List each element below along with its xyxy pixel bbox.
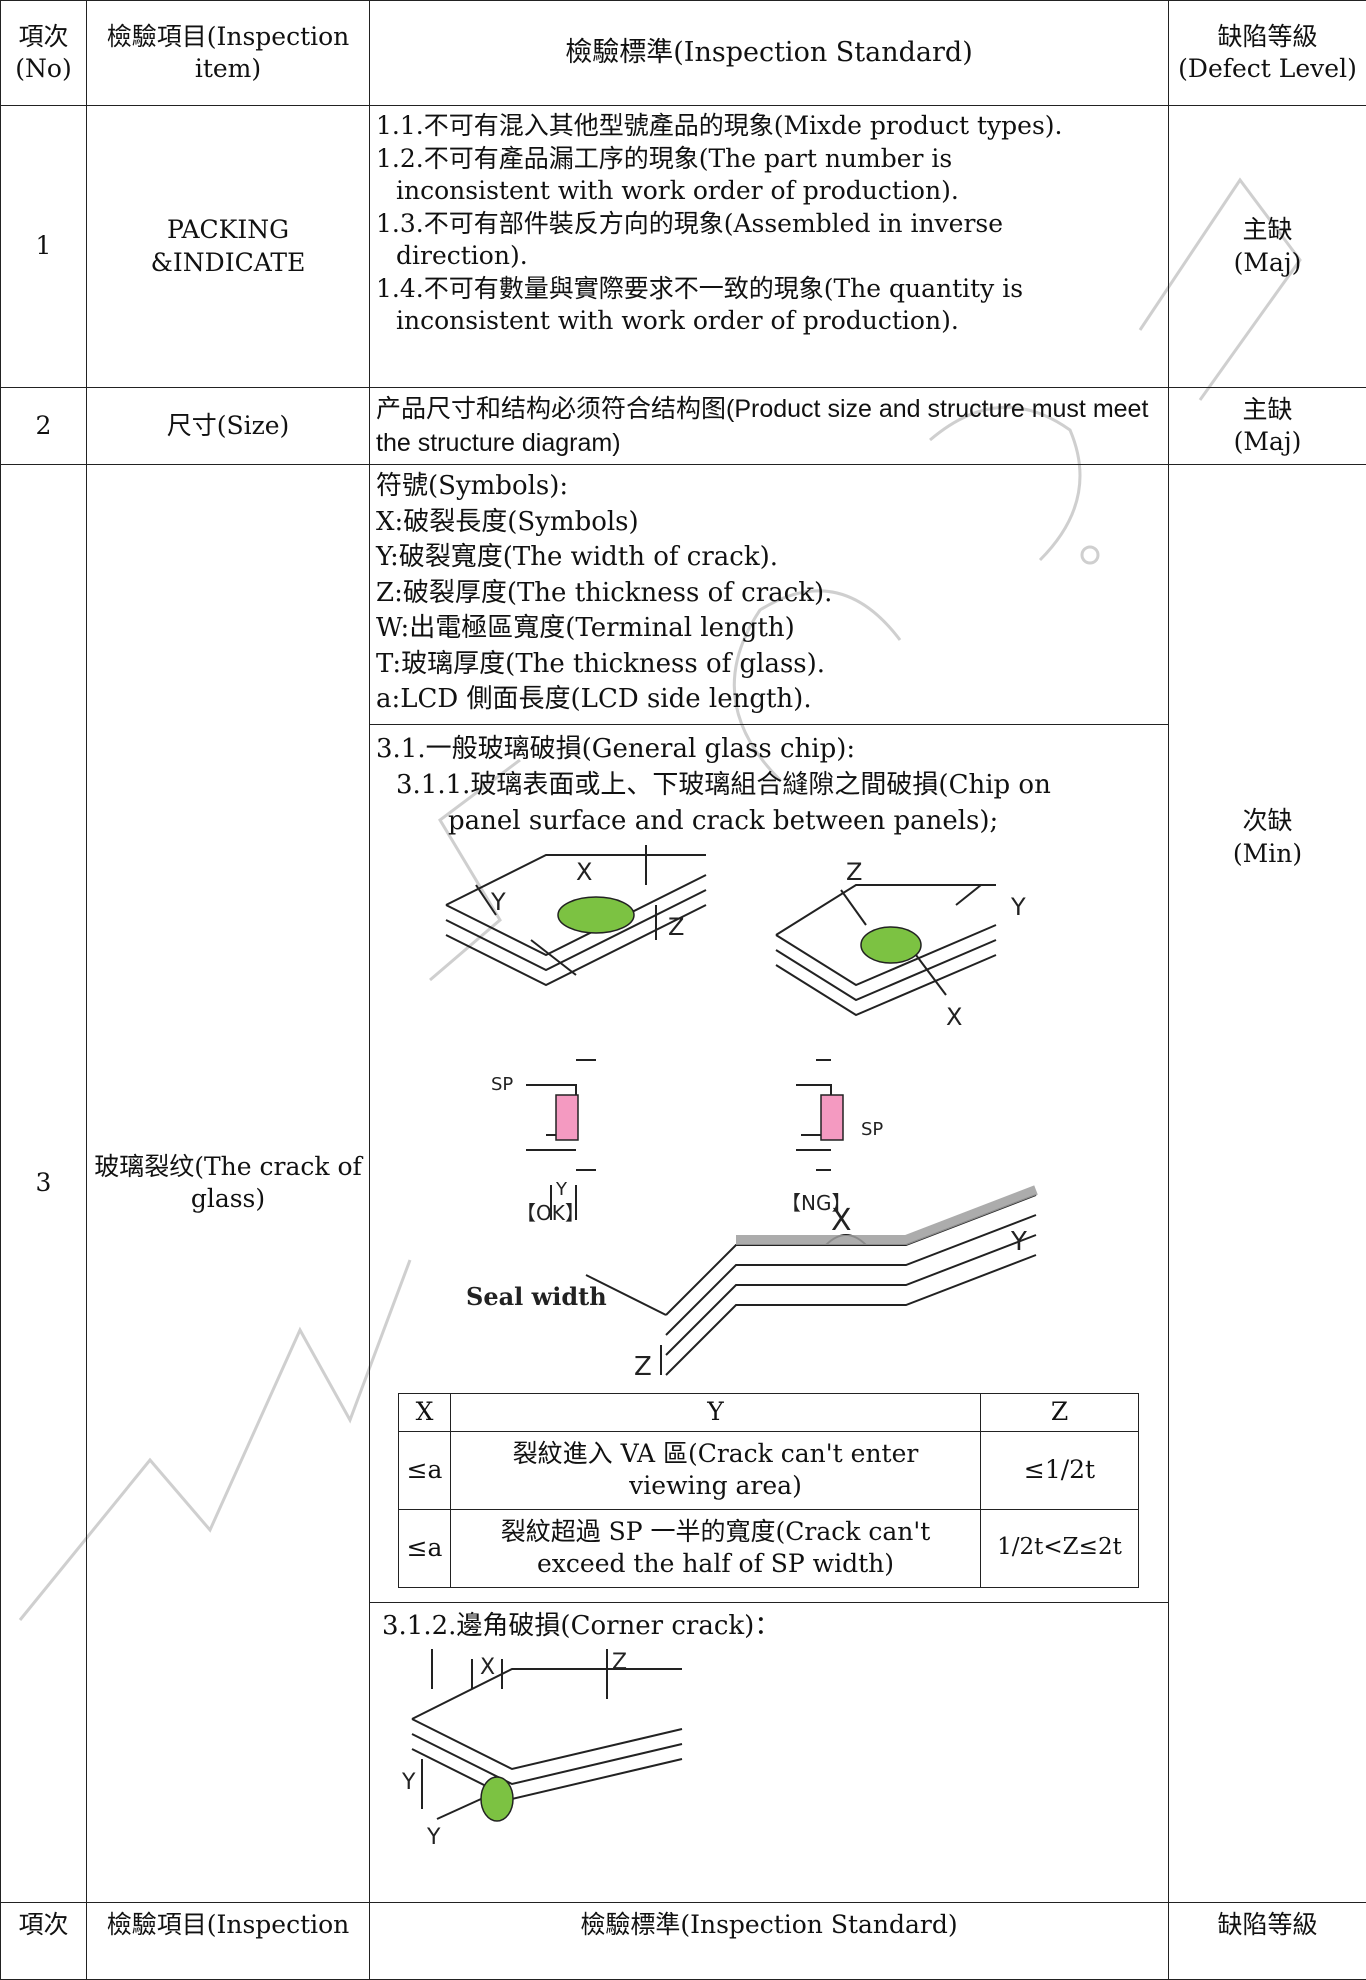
criteria-z: ≤1/2t xyxy=(981,1431,1139,1509)
criteria-header-y: Y xyxy=(451,1393,981,1431)
fig-label-y: Y xyxy=(402,1770,416,1795)
std-line: inconsistent with work order of producti… xyxy=(376,175,1162,208)
table-row: ≤a 裂紋超過 SP 一半的寬度(Crack can't exceed the … xyxy=(399,1509,1139,1587)
fig-label-y: Y xyxy=(1010,893,1026,921)
criteria-z: 1/2t<Z≤2t xyxy=(981,1509,1139,1587)
row2-item: 尺寸(Size) xyxy=(87,388,370,465)
row1-item: PACKING &INDICATE xyxy=(87,106,370,388)
row3-no: 3 xyxy=(1,465,87,1903)
footer-defect: 缺陷等級 xyxy=(1169,1902,1366,1979)
size-cn: 产品尺寸和结构必须符合结构图 xyxy=(376,394,726,423)
symbol-line: Y:破裂寬度(The width of crack). xyxy=(376,540,1162,576)
fig-label-z: Z xyxy=(612,1650,627,1675)
row1-defect: 主缺 (Maj) xyxy=(1169,106,1366,388)
row3-standard: 符號(Symbols): X:破裂長度(Symbols) Y:破裂寬度(The … xyxy=(370,465,1169,1903)
sub1-line-b: panel surface and crack between panels); xyxy=(376,803,1162,839)
symbol-line: a:LCD 側面長度(LCD side length). xyxy=(376,682,1162,718)
symbol-line: W:出電極區寬度(Terminal length) xyxy=(376,611,1162,647)
footer-item: 檢驗項目(Inspection xyxy=(87,1902,370,1979)
criteria-header-row: X Y Z xyxy=(399,1393,1139,1431)
std-line: 1.1.不可有混入其他型號產品的現象(Mixde product types). xyxy=(376,110,1162,143)
fig-label-y: Y xyxy=(555,1179,568,1200)
header-item: 檢驗項目(Inspection item) xyxy=(87,1,370,106)
footer-header-row: 項次 檢驗項目(Inspection 檢驗標準(Inspection Stand… xyxy=(1,1902,1366,1979)
table-row: ≤a 裂紋進入 VA 區(Crack can't enter viewing a… xyxy=(399,1431,1139,1509)
fig-label-x: X xyxy=(946,1003,962,1031)
fig-label-y: Y xyxy=(426,1825,441,1850)
std-line: direction). xyxy=(376,240,1162,273)
criteria-x: ≤a xyxy=(399,1509,451,1587)
std-line: 1.2.不可有產品漏工序的現象(The part number is xyxy=(376,143,1162,176)
fig-label-sp: SP xyxy=(491,1074,513,1095)
row1-no: 1 xyxy=(1,106,87,388)
sub1-line-a: 3.1.1.玻璃表面或上、下玻璃組合縫隙之間破損(Chip on xyxy=(376,767,1162,803)
footer-standard: 檢驗標準(Inspection Standard) xyxy=(370,1902,1169,1979)
row1-standard: 1.1.不可有混入其他型號產品的現象(Mixde product types).… xyxy=(370,106,1169,388)
crack-mark xyxy=(481,1777,513,1821)
row3-defect: 次缺 (Min) xyxy=(1169,465,1366,1903)
row-crack: 3 玻璃裂纹(The crack of glass) 符號(Symbols): … xyxy=(1,465,1366,1903)
row3-item: 玻璃裂纹(The crack of glass) xyxy=(87,465,370,1903)
header-standard: 檢驗標準(Inspection Standard) xyxy=(370,1,1169,106)
row2-defect: 主缺 (Maj) xyxy=(1169,388,1366,465)
fig-label-sp: SP xyxy=(861,1119,883,1140)
symbol-line: 符號(Symbols): xyxy=(376,469,1162,505)
general-title: 3.1.一般玻璃破損(General glass chip): xyxy=(376,731,1162,767)
criteria-header-z: Z xyxy=(981,1393,1139,1431)
std-line: 1.3.不可有部件裝反方向的現象(Assembled in inverse xyxy=(376,208,1162,241)
corner-crack-block: 3.1.2.邊角破損(Corner crack)： X Z Y Y xyxy=(370,1602,1168,1902)
header-defect: 缺陷等級 (Defect Level) xyxy=(1169,1,1366,106)
criteria-header-x: X xyxy=(399,1393,451,1431)
fig-label-z: Z xyxy=(634,1352,652,1382)
row2-standard: 产品尺寸和结构必须符合结构图(Product size and structur… xyxy=(370,388,1169,465)
general-chip-block: 3.1.一般玻璃破損(General glass chip): 3.1.1.玻璃… xyxy=(370,725,1168,1588)
symbol-line: X:破裂長度(Symbols) xyxy=(376,505,1162,541)
criteria-y: 裂紋進入 VA 區(Crack can't enter viewing area… xyxy=(451,1431,981,1509)
fig-label-x: X xyxy=(831,1203,852,1238)
symbol-line: Z:破裂厚度(The thickness of crack). xyxy=(376,576,1162,612)
chip-diagram: X Y Z Z Y X SP SP Y 【OK】 【NG】 X Y Seal w… xyxy=(436,845,1136,1385)
corner-title: 3.1.2.邊角破損(Corner crack)： xyxy=(382,1609,1156,1643)
criteria-y: 裂紋超過 SP 一半的寬度(Crack can't exceed the hal… xyxy=(451,1509,981,1587)
header-no: 項次 (No) xyxy=(1,1,87,106)
header-row: 項次 (No) 檢驗項目(Inspection item) 檢驗標準(Inspe… xyxy=(1,1,1366,106)
fig-label-seal: Seal width xyxy=(466,1282,607,1311)
symbol-line: T:玻璃厚度(The thickness of glass). xyxy=(376,647,1162,683)
fig-label-y: Y xyxy=(490,888,506,916)
fig-label-ok: 【OK】 xyxy=(516,1201,585,1225)
corner-diagram: X Z Y Y xyxy=(402,1649,692,1859)
row-size: 2 尺寸(Size) 产品尺寸和结构必须符合结构图(Product size a… xyxy=(1,388,1366,465)
fig-label-z: Z xyxy=(668,913,684,941)
row2-no: 2 xyxy=(1,388,87,465)
fig-label-x: X xyxy=(480,1655,495,1680)
criteria-x: ≤a xyxy=(399,1431,451,1509)
fig-label-x: X xyxy=(576,858,592,886)
sp-mark xyxy=(821,1095,843,1140)
crack-criteria-table: X Y Z ≤a 裂紋進入 VA 區(Crack can't enter vie… xyxy=(398,1393,1139,1588)
sp-mark xyxy=(556,1095,578,1140)
row-packing: 1 PACKING &INDICATE 1.1.不可有混入其他型號產品的現象(M… xyxy=(1,106,1366,388)
symbols-block: 符號(Symbols): X:破裂長度(Symbols) Y:破裂寬度(The … xyxy=(370,465,1168,725)
crack-mark xyxy=(861,927,921,963)
crack-mark xyxy=(558,897,634,933)
fig-label-z: Z xyxy=(846,858,862,886)
footer-no: 項次 xyxy=(1,1902,87,1979)
fig-label-y: Y xyxy=(1010,1227,1027,1257)
std-line: inconsistent with work order of producti… xyxy=(376,305,1162,338)
std-line: 1.4.不可有數量與實際要求不一致的現象(The quantity is xyxy=(376,273,1162,306)
